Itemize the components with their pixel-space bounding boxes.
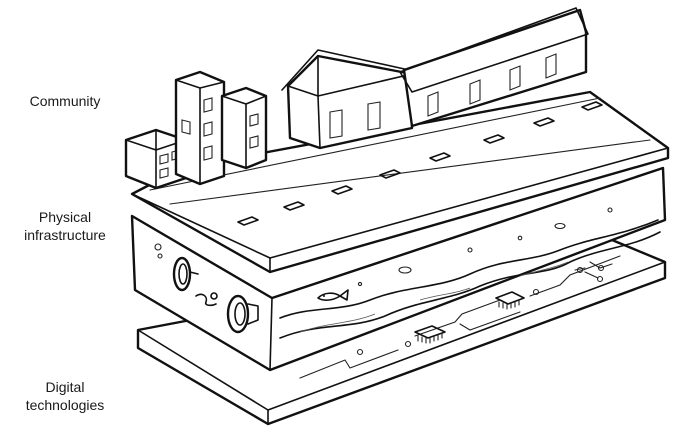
digital-technologies-label: Digital technologies [0,378,130,414]
physical-infrastructure-label: Physical infrastructure [0,208,130,244]
community-label: Community [0,92,130,110]
building-icon [222,88,266,168]
building-icon [176,72,224,184]
